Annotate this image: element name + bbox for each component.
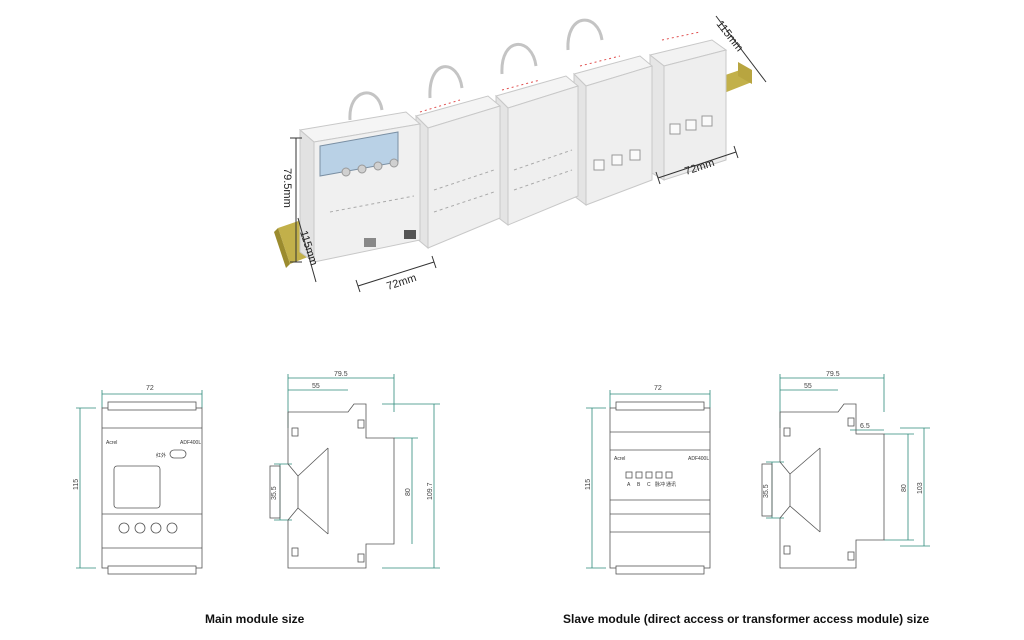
- main-front-height-dim: 115: [73, 479, 80, 490]
- slave-front-brand: Acrel: [614, 456, 625, 462]
- dim-width-front-label: 72mm: [385, 272, 418, 293]
- module-3: [495, 75, 580, 226]
- slave-terminal-label: 脉冲: [655, 481, 665, 488]
- main-side-rail-dim: 35.5: [271, 486, 278, 500]
- slave-side-body-dim: 80: [901, 484, 908, 492]
- slave-front-drawing: 72 115 Acrel ADF400L A B C 脉冲 通讯: [585, 385, 711, 575]
- main-side-overall-dim: 79.5: [334, 371, 348, 378]
- main-front-badge: 红外: [156, 452, 166, 459]
- dim-height-label: 79.5mm: [281, 168, 293, 208]
- slave-terminal-label: C: [647, 482, 651, 488]
- main-side-drawing: 79.5 55 35.5 80 109.7: [269, 371, 440, 569]
- slave-terminal-label: 通讯: [666, 481, 676, 488]
- main-module-caption: Main module size: [205, 612, 305, 626]
- main-front-model: ADF400L: [180, 440, 201, 446]
- module-4: [573, 55, 654, 206]
- slave-side-inner-dim: 55: [804, 383, 812, 390]
- slave-side-overall-dim: 79.5: [826, 371, 840, 378]
- slave-front-height-dim: 115: [585, 479, 592, 490]
- slave-side-step-dim: 6.5: [860, 423, 870, 430]
- main-side-body-dim: 80: [405, 488, 412, 496]
- slave-front-model: ADF400L: [688, 456, 709, 462]
- module-2: [415, 95, 502, 250]
- slave-terminal-label: A: [627, 482, 631, 488]
- interconnect-cables: [348, 18, 604, 121]
- product-3d-view: 79.5mm 115mm 72mm 115mm 72mm: [274, 15, 767, 293]
- slave-side-rail-dim: 35.5: [763, 484, 770, 498]
- main-front-brand: Acrel: [106, 440, 117, 446]
- slave-side-drawing: 79.5 55 6.5 35.5 80 103: [761, 371, 930, 569]
- main-side-total-dim: 109.7: [427, 482, 434, 500]
- module-1-main: [298, 111, 422, 263]
- main-front-drawing: 72 115 Acrel ADF400L 红外: [73, 385, 203, 575]
- slave-module-caption: Slave module (direct access or transform…: [563, 612, 930, 626]
- main-side-inner-dim: 55: [312, 383, 320, 390]
- module-5: [648, 31, 728, 181]
- slave-side-total-dim: 103: [917, 482, 924, 494]
- slave-front-width-dim: 72: [654, 385, 662, 392]
- main-front-width-dim: 72: [146, 385, 154, 392]
- dimension-lines: [290, 15, 767, 293]
- slave-terminal-label: B: [637, 482, 641, 488]
